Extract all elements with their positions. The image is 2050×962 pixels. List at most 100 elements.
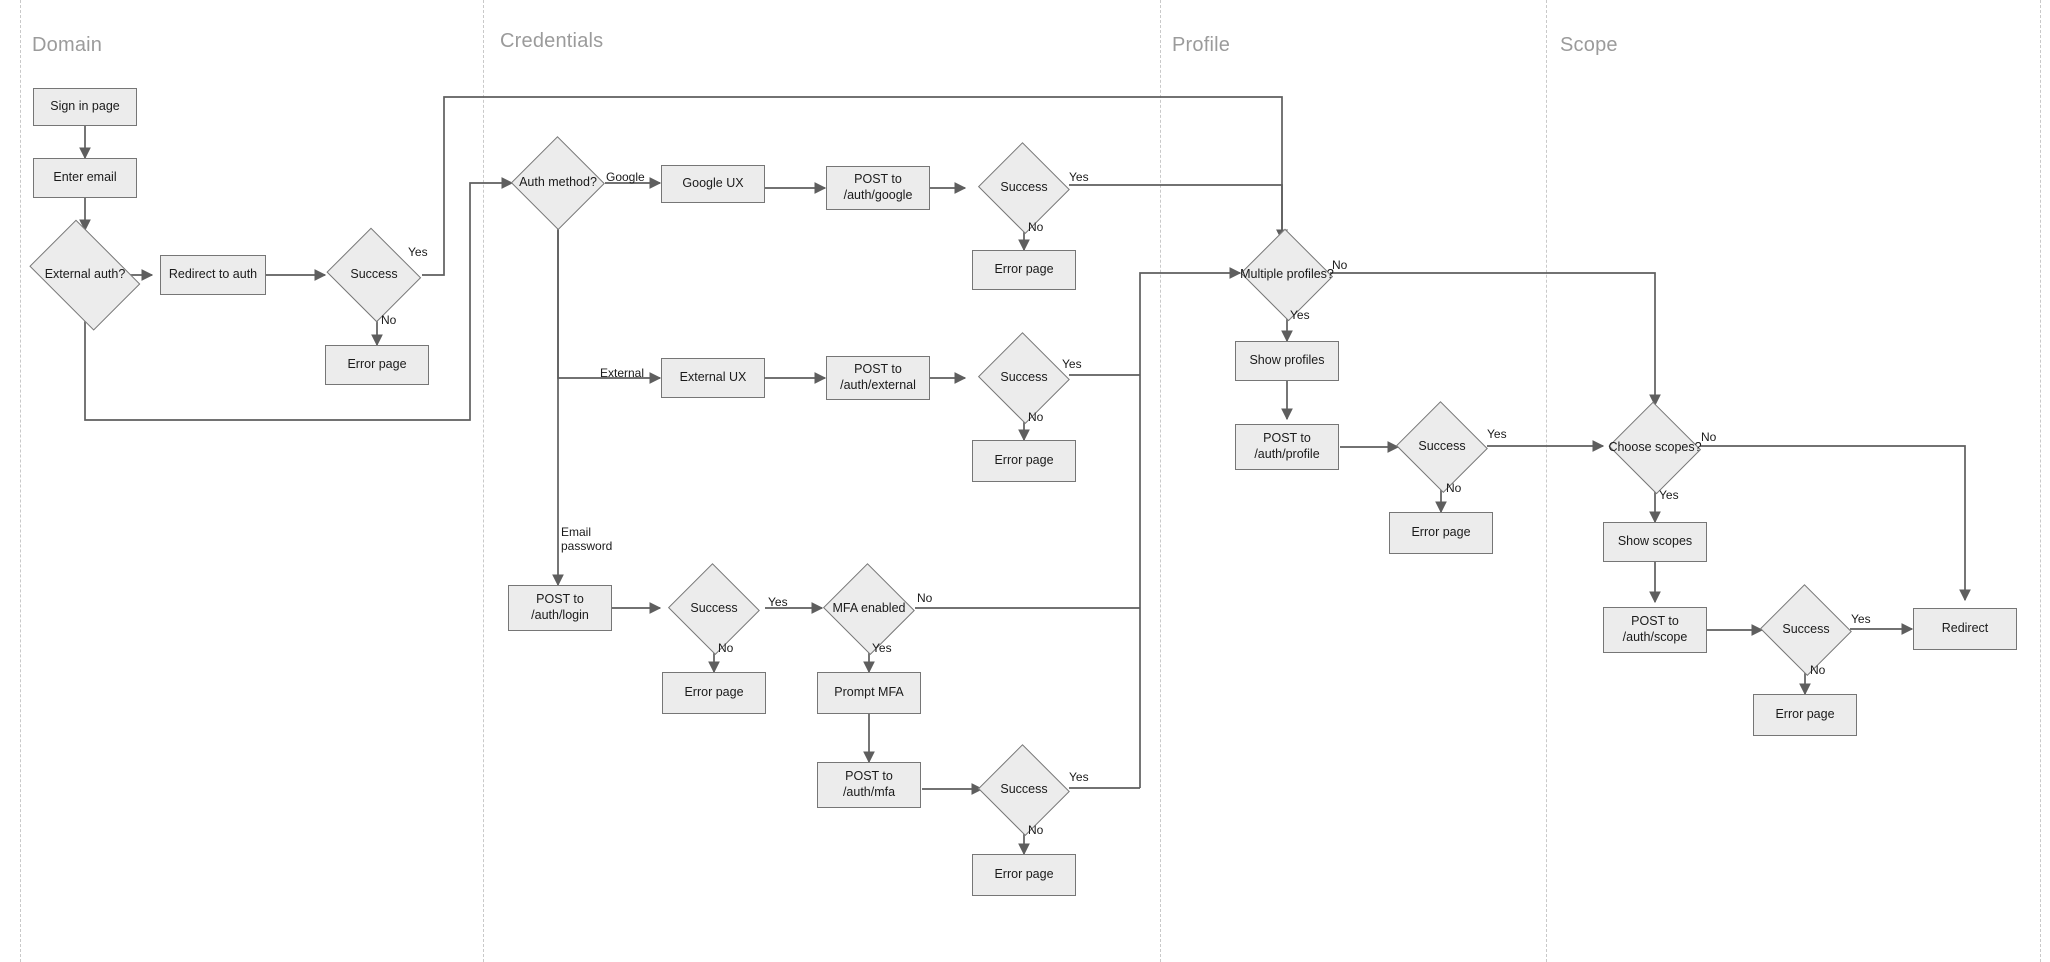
lane-title-profile: Profile [1172,34,1231,56]
node-label: Multiple profiles? [1240,267,1334,282]
edge-label-auth-method-external: External [600,366,645,380]
node-mfa-error-page[interactable]: Error page [972,854,1076,896]
edge-label-google-success-no: No [1028,220,1044,234]
node-choose-scopes[interactable]: Choose scopes? [1608,401,1702,495]
node-label: Success [350,267,398,282]
node-auth-method[interactable]: Auth method? [511,136,605,230]
lane-divider-credentials [483,0,484,962]
node-show-profiles[interactable]: Show profiles [1235,341,1339,381]
node-label: POST to /auth/mfa [842,769,896,799]
node-redirect[interactable]: Redirect [1913,608,2017,650]
node-label: POST to /auth/external [840,362,916,392]
lane-title-domain: Domain [32,34,103,56]
node-label: Redirect [1941,621,1989,636]
lane-title-scope: Scope [1560,34,1618,56]
lane-divider-domain [20,0,21,962]
node-label: Google UX [682,176,744,191]
node-label: POST to /auth/google [843,172,913,202]
edge-label-profile-success-no: No [1446,481,1462,495]
node-label: Choose scopes? [1608,440,1702,455]
node-external-auth[interactable]: External auth? [22,219,148,331]
node-profile-error-page[interactable]: Error page [1389,512,1493,554]
node-label: Auth method? [519,175,597,190]
node-google-success[interactable]: Success [978,142,1070,234]
node-post-auth-login[interactable]: POST to /auth/login [508,585,612,631]
edge-label-mfa-enabled-no: No [917,591,933,605]
node-label: Error page [994,262,1054,277]
node-label: Error page [684,685,744,700]
edge-label-external-success-no: No [1028,410,1044,424]
node-label: Error page [347,357,407,372]
node-domain-success[interactable]: Success [325,227,423,323]
node-scope-error-page[interactable]: Error page [1753,694,1857,736]
node-label: Error page [1411,525,1471,540]
node-enter-email[interactable]: Enter email [33,158,137,198]
node-external-success[interactable]: Success [978,332,1070,424]
node-label: Success [1782,622,1830,637]
node-external-ux[interactable]: External UX [661,358,765,398]
edge-label-mfa-success-no: No [1028,823,1044,837]
node-label: MFA enabled [832,601,906,616]
node-label: Error page [994,453,1054,468]
edge-label-choose-scopes-no: No [1701,430,1717,444]
node-scope-success[interactable]: Success [1760,584,1852,676]
edge-label-google-success-yes: Yes [1069,170,1089,184]
node-label: Success [690,601,738,616]
edge-label-mfa-success-yes: Yes [1069,770,1089,784]
node-google-error-page[interactable]: Error page [972,250,1076,290]
node-label: External UX [679,370,747,385]
node-show-scopes[interactable]: Show scopes [1603,522,1707,562]
edge-label-domain-success-yes: Yes [408,245,428,259]
node-post-auth-profile[interactable]: POST to /auth/profile [1235,424,1339,470]
node-label: Redirect to auth [168,267,258,282]
lane-divider-right-edge [2040,0,2041,962]
edge-label-external-success-yes: Yes [1062,357,1082,371]
node-multiple-profiles[interactable]: Multiple profiles? [1240,228,1334,322]
lane-divider-profile [1160,0,1161,962]
node-label: POST to /auth/profile [1254,431,1320,461]
node-sign-in-page[interactable]: Sign in page [33,88,137,126]
node-label: Success [1418,439,1466,454]
lane-divider-scope [1546,0,1547,962]
node-label: Error page [1775,707,1835,722]
edge-label-multiple-profiles-yes: Yes [1290,308,1310,322]
edge-label-profile-success-yes: Yes [1487,427,1507,441]
node-label: Error page [994,867,1054,882]
edge-label-choose-scopes-yes: Yes [1659,488,1679,502]
node-mfa-enabled[interactable]: MFA enabled [823,563,915,655]
node-label: External auth? [44,267,126,282]
node-redirect-to-auth[interactable]: Redirect to auth [160,255,266,295]
node-mfa-success[interactable]: Success [978,744,1070,836]
lane-title-credentials: Credentials [500,30,604,52]
node-label: Success [1000,370,1048,385]
node-label: Show scopes [1617,534,1693,549]
node-post-auth-external[interactable]: POST to /auth/external [826,356,930,400]
node-login-success[interactable]: Success [668,563,760,655]
node-label: Sign in page [50,99,120,114]
node-label: Prompt MFA [834,685,904,700]
edge-label-login-success-yes: Yes [768,595,788,609]
edge-label-scope-success-yes: Yes [1851,612,1871,626]
edge-label-scope-success-no: No [1810,663,1826,677]
node-post-auth-mfa[interactable]: POST to /auth/mfa [817,762,921,808]
node-login-error-page[interactable]: Error page [662,672,766,714]
node-post-auth-scope[interactable]: POST to /auth/scope [1603,607,1707,653]
node-post-auth-google[interactable]: POST to /auth/google [826,166,930,210]
edge-label-multiple-profiles-no: No [1332,258,1348,272]
node-label: POST to /auth/scope [1622,614,1688,644]
node-label: Success [1000,782,1048,797]
node-domain-error-page[interactable]: Error page [325,345,429,385]
edge-label-mfa-enabled-yes: Yes [872,641,892,655]
node-label: Show profiles [1249,353,1325,368]
edge-label-login-success-no: No [718,641,734,655]
edge-label-auth-method-email: Email password [561,525,613,554]
node-prompt-mfa[interactable]: Prompt MFA [817,672,921,714]
node-profile-success[interactable]: Success [1396,401,1488,493]
node-external-error-page[interactable]: Error page [972,440,1076,482]
node-label: Success [1000,180,1048,195]
node-google-ux[interactable]: Google UX [661,165,765,203]
edge-label-auth-method-google: Google [606,170,645,184]
node-label: POST to /auth/login [531,592,589,622]
edge-label-domain-success-no: No [381,313,397,327]
